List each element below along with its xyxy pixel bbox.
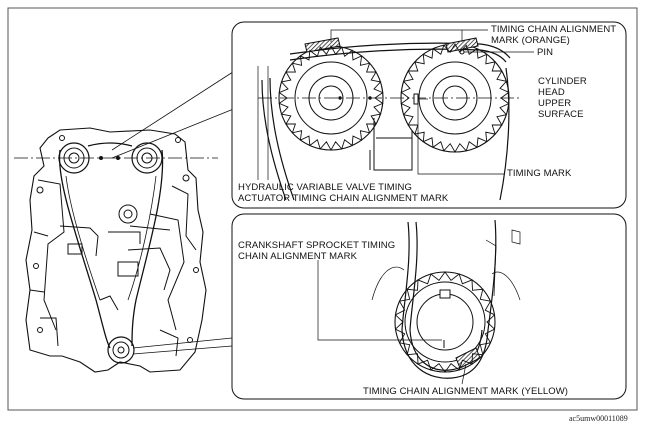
cylinder-head-label-2: HEAD [538, 87, 565, 98]
cylinder-head-label-4: SURFACE [538, 109, 584, 120]
outer-frame [7, 7, 638, 411]
crank-label-2: CHAIN ALIGNMENT MARK [238, 251, 358, 262]
timing-mark-label: TIMING MARK [507, 168, 572, 179]
crank-label-1: CRANKSHAFT SPROCKET TIMING [238, 240, 396, 251]
right-cam-sprocket-teeth [400, 43, 510, 153]
yellow-mark-label: TIMING CHAIN ALIGNMENT MARK (YELLOW) [363, 386, 569, 397]
hvvt-label-2: ACTUATOR TIMING CHAIN ALIGNMENT MARK [238, 193, 449, 204]
left-cam-sprocket-teeth [278, 45, 384, 151]
cylinder-head-label-3: UPPER [538, 98, 572, 109]
figure-code: ac5umw00011089 [569, 414, 628, 423]
crank-sprocket-teeth [394, 271, 496, 373]
cam-detail-leaders [257, 29, 534, 180]
chain-mark-orange-label-2: MARK (ORANGE) [491, 35, 570, 46]
pin-label: PIN [537, 47, 554, 58]
crank-detail-frame [231, 213, 627, 400]
callout-leaders [111, 69, 237, 355]
cylinder-head-label-1: CYLINDER [538, 76, 587, 87]
engine-overview [14, 127, 218, 373]
cam-detail-frame [231, 21, 627, 209]
chain-mark-orange-label-1: TIMING CHAIN ALIGNMENT [491, 24, 617, 35]
hvvt-label-1: HYDRAULIC VARIABLE VALVE TIMING [238, 182, 412, 193]
